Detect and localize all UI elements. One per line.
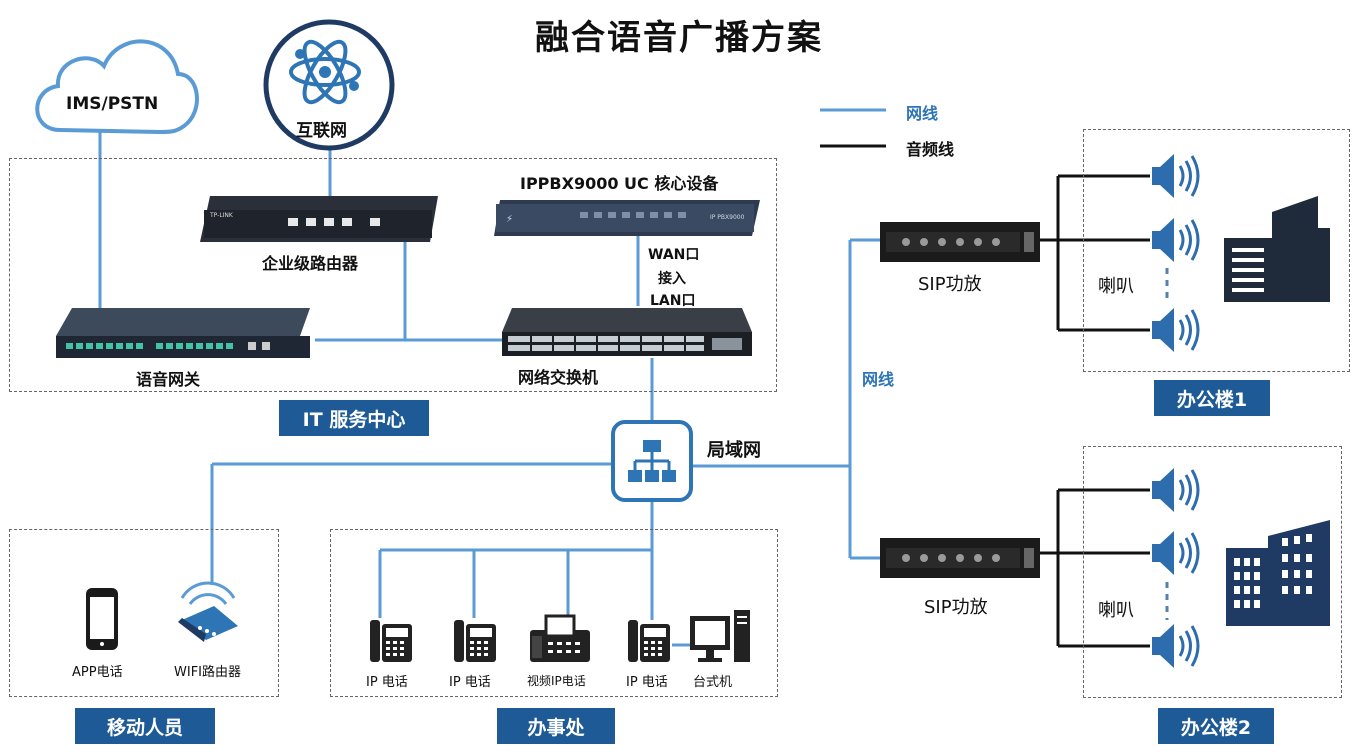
ippbx-model-text: IP PBX9000 bbox=[710, 214, 745, 221]
page-title: 融合语音广播方案 bbox=[535, 18, 823, 58]
office-phone2-label: IP 电话 bbox=[449, 675, 491, 690]
app-phone-label: APP电话 bbox=[72, 665, 123, 680]
office-banner: 办事处 bbox=[497, 708, 615, 744]
switch-label: 网络交换机 bbox=[518, 368, 599, 387]
building1-region bbox=[1083, 129, 1350, 372]
router-brand-text: TP-LINK bbox=[210, 212, 233, 219]
lan-label: LAN口 bbox=[650, 293, 696, 309]
mobile-region bbox=[9, 529, 279, 697]
net-wire-label: 网线 bbox=[862, 370, 895, 389]
office-desktop-label: 台式机 bbox=[693, 675, 733, 690]
legend-network-label: 网线 bbox=[906, 104, 939, 123]
building1-banner: 办公楼1 bbox=[1154, 380, 1270, 416]
ippbx-label: IPPBX9000 UC 核心设备 bbox=[520, 174, 719, 193]
building2-banner: 办公楼2 bbox=[1158, 708, 1274, 744]
speaker2-label: 喇叭 bbox=[1098, 600, 1134, 621]
office-phone3-label: IP 电话 bbox=[626, 675, 668, 690]
office-phone1-label: IP 电话 bbox=[366, 675, 408, 690]
office-region bbox=[330, 529, 778, 697]
it-center-region bbox=[9, 158, 777, 392]
wifi-router-label: WIFI路由器 bbox=[174, 665, 241, 680]
cloud-label: IMS/PSTN bbox=[66, 94, 159, 114]
connect-label: 接入 bbox=[658, 271, 686, 287]
it-center-banner: IT 服务中心 bbox=[279, 400, 429, 436]
mobile-banner: 移动人员 bbox=[75, 708, 215, 744]
building2-region bbox=[1083, 446, 1342, 698]
amp2-label: SIP功放 bbox=[924, 597, 988, 618]
amp1-label: SIP功放 bbox=[918, 274, 982, 295]
wan-label: WAN口 bbox=[648, 247, 700, 263]
internet-label: 互联网 bbox=[296, 121, 347, 141]
router-label: 企业级路由器 bbox=[262, 254, 359, 273]
office-video-phone-label: 视频IP电话 bbox=[527, 674, 586, 688]
lan-network-label: 局域网 bbox=[707, 440, 761, 461]
gateway-label: 语音网关 bbox=[136, 370, 201, 389]
speaker1-label: 喇叭 bbox=[1098, 276, 1134, 297]
legend-audio-label: 音频线 bbox=[906, 140, 955, 159]
